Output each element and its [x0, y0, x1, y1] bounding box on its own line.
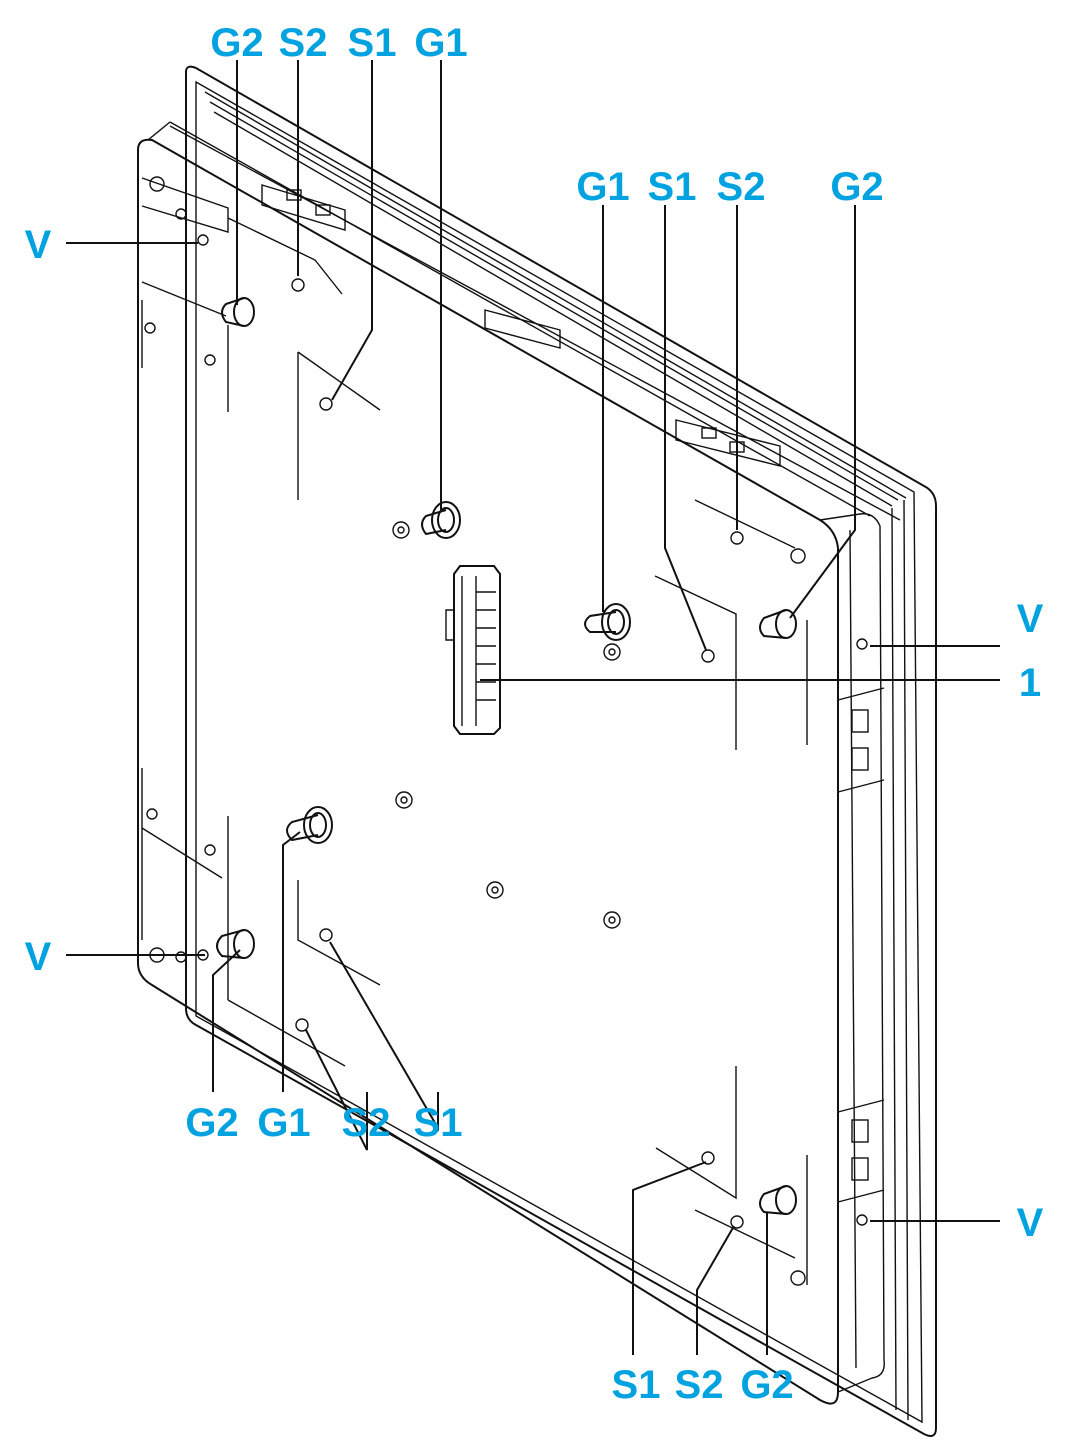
callout-right-v-top: V	[1017, 597, 1044, 641]
callout-right-1: 1	[1019, 661, 1041, 705]
leader-lines	[66, 60, 1000, 1355]
connector-1	[445, 565, 501, 735]
callout-left-v-bottom: V	[25, 935, 52, 979]
callout-bottomright-s1: S1	[612, 1363, 661, 1407]
callout-bottomleft-g1: G1	[257, 1101, 310, 1145]
callout-top-s2: S2	[279, 21, 328, 65]
callout-topright-s1: S1	[648, 165, 697, 209]
callout-bottomright-s2: S2	[675, 1363, 724, 1407]
callout-bottomleft-g2: G2	[185, 1101, 238, 1145]
callout-bottomright-g2: G2	[740, 1363, 793, 1407]
panel-drawing	[137, 65, 937, 1437]
callout-topright-g2: G2	[830, 165, 883, 209]
callout-labels: G2 S2 S1 G1 G1 S1 S2 G2 G2 G1 S2 S1 S1 S…	[25, 21, 1044, 1407]
callout-left-v-top: V	[25, 223, 52, 267]
callout-bottomleft-s2: S2	[342, 1101, 391, 1145]
callout-topright-s2: S2	[717, 165, 766, 209]
callout-topright-g1: G1	[576, 165, 629, 209]
callout-bottomleft-s1: S1	[414, 1101, 463, 1145]
callout-top-g2: G2	[210, 21, 263, 65]
callout-top-s1: S1	[348, 21, 397, 65]
callout-top-g1: G1	[414, 21, 467, 65]
callout-right-v-bottom: V	[1017, 1201, 1044, 1245]
